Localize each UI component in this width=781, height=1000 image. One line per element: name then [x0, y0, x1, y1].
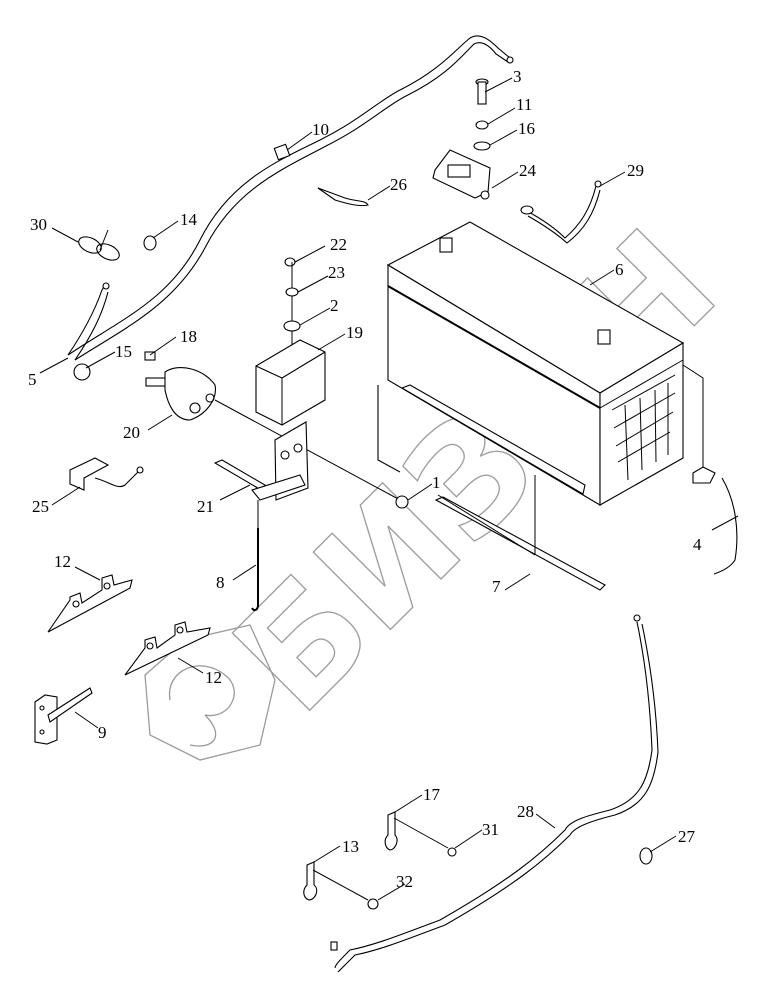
watermark-hex-logo — [144, 624, 276, 761]
callout-32: 32 — [396, 872, 413, 891]
part-19-cover-box — [255, 339, 326, 426]
battery-vent-grid — [611, 374, 676, 481]
part-26-tie — [317, 187, 369, 207]
part-6-battery — [386, 221, 685, 506]
part-1-nut — [395, 495, 409, 509]
callout-18: 18 — [180, 327, 197, 346]
callout-13: 13 — [342, 837, 359, 856]
callout-1: 1 — [432, 473, 441, 492]
callout-12a: 12 — [54, 552, 71, 571]
part-16-washer — [473, 141, 491, 151]
callout-15: 15 — [115, 342, 132, 361]
callout-16: 16 — [518, 119, 535, 138]
callout-17: 17 — [423, 785, 441, 804]
callout-21: 21 — [197, 497, 214, 516]
part-24-terminal-block — [432, 149, 491, 200]
callout-4: 4 — [693, 535, 702, 554]
part-4-cable — [682, 364, 738, 575]
callout-11: 11 — [516, 95, 532, 114]
callout-5: 5 — [28, 370, 37, 389]
part-12-bracket-b — [124, 621, 211, 676]
part-18-screw — [144, 351, 156, 361]
callout-7: 7 — [492, 577, 501, 596]
callout-24: 24 — [519, 161, 537, 180]
callout-27: 27 — [678, 827, 696, 846]
callout-labels: 1 2 3 4 5 6 7 8 9 10 11 12 12 13 14 15 1… — [28, 67, 702, 891]
part-12-bracket-a — [47, 574, 133, 633]
callout-30: 30 — [30, 215, 47, 234]
callout-22: 22 — [330, 235, 347, 254]
callout-26: 26 — [390, 175, 407, 194]
part-5-cable — [67, 35, 514, 361]
part-23-washer — [285, 287, 299, 297]
part-10-clip — [273, 143, 291, 161]
leader-lines — [39, 77, 739, 901]
callout-20: 20 — [123, 423, 140, 442]
callout-3: 3 — [513, 67, 522, 86]
callout-9: 9 — [98, 723, 107, 742]
part-2-washer — [283, 320, 301, 332]
callout-28: 28 — [517, 802, 534, 821]
part-28-cable — [330, 614, 659, 973]
callout-19: 19 — [346, 323, 363, 342]
part-7-battery-tray — [377, 384, 606, 591]
callout-25: 25 — [32, 497, 49, 516]
callout-12b: 12 — [205, 668, 222, 687]
part-30-strap — [78, 229, 120, 261]
part-27-grommet — [639, 847, 653, 865]
callout-14: 14 — [180, 210, 198, 229]
part-25-connector — [69, 457, 144, 491]
part-3-bolt — [475, 78, 489, 105]
callout-23: 23 — [328, 263, 345, 282]
part-32-bolt — [367, 898, 379, 910]
part-21-bracket — [213, 421, 309, 528]
part-17-clamp — [384, 811, 449, 851]
part-29-cable — [520, 180, 602, 244]
part-31-nut — [447, 847, 457, 857]
callout-10: 10 — [312, 120, 329, 139]
part-11-nut — [475, 120, 489, 130]
part-9-plate — [34, 687, 93, 745]
callout-8: 8 — [216, 573, 225, 592]
part-14-clamp — [143, 235, 157, 251]
callout-6: 6 — [615, 260, 624, 279]
callout-31: 31 — [482, 820, 499, 839]
part-20-relay — [145, 367, 401, 501]
part-13-clamp — [303, 861, 369, 901]
part-22-wing-nut — [284, 257, 296, 350]
callout-2: 2 — [330, 296, 339, 315]
part-8-rod — [251, 528, 259, 612]
part-15-grommet — [73, 363, 91, 381]
callout-29: 29 — [627, 161, 644, 180]
